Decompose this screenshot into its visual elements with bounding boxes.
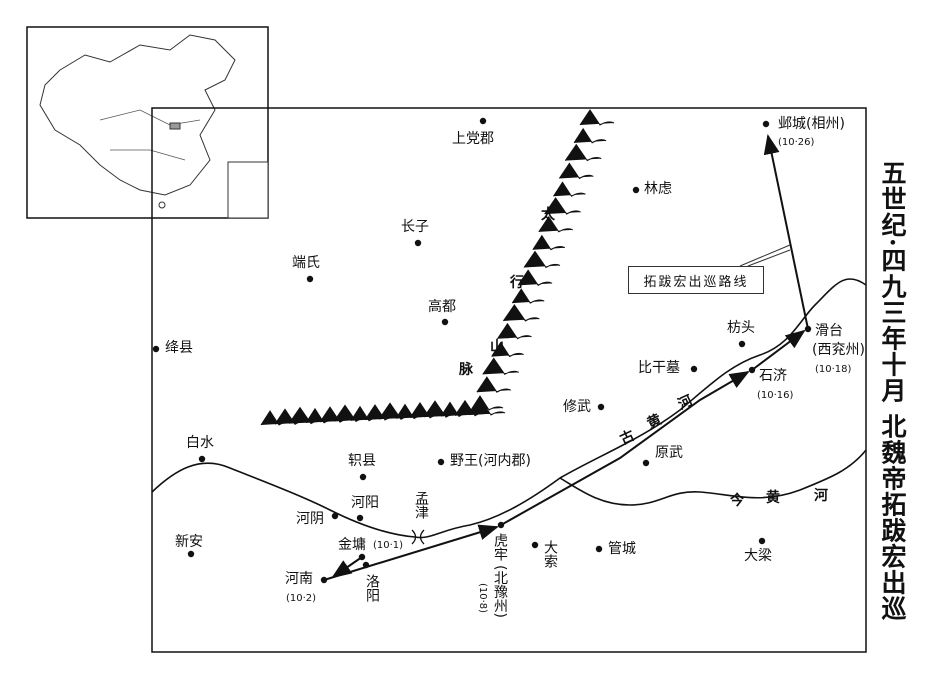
settlement-dot (804, 325, 812, 333)
mountain-peak (502, 304, 540, 322)
mountain-peak (482, 357, 519, 376)
label-yecheng: 邺城(相州) (778, 116, 845, 132)
mountain-peak (517, 269, 553, 286)
settlement-dot (632, 186, 640, 194)
settlement-dot (358, 553, 366, 561)
label-heyang: 河阳 (351, 495, 379, 511)
label-jiangxian: 绛县 (165, 340, 193, 356)
settlement-dot (762, 120, 770, 128)
mountain-char-4: 脉 (459, 362, 473, 378)
label-bigan: 比干墓 (638, 360, 680, 376)
taihang-mountains (260, 109, 615, 426)
label-xiuwu: 修武 (563, 399, 591, 415)
mountain-peak (511, 288, 545, 304)
mountain-peak (553, 181, 586, 197)
inset-china-map (26, 26, 269, 219)
label-mengjin: 孟津 (413, 491, 429, 519)
label-xinan: 新安 (175, 534, 203, 550)
date-hulao: (10·8) (477, 583, 488, 614)
mountain-peak (579, 109, 615, 126)
mountain-peak (564, 143, 602, 162)
label-hulao-sub: (北豫州) (492, 565, 508, 618)
mountain-char-1: 太 (541, 207, 555, 223)
label-linlu: 林虑 (644, 181, 672, 197)
label-yewang: 野王(河内郡) (450, 453, 531, 469)
mountain-peak (476, 376, 512, 393)
mountain-peak (470, 395, 504, 411)
settlement-dot (414, 239, 422, 247)
mountain-peak (497, 322, 532, 340)
settlement-dot (306, 275, 314, 283)
settlement-dot (597, 403, 605, 411)
legend-route: 拓跋宏出巡路线 (628, 266, 764, 294)
mountain-peak (573, 127, 607, 144)
settlement-dot (320, 576, 328, 584)
label-huatai-sub: (西兖州) (812, 342, 865, 358)
map-frame (151, 107, 867, 653)
settlement-dot (152, 345, 160, 353)
label-henan: 河南 (285, 571, 313, 587)
settlement-dot (187, 550, 195, 558)
label-dasuo: 大索 (542, 540, 558, 568)
label-daliang: 大梁 (744, 548, 772, 564)
date-jinyong: (10·1) (373, 540, 404, 551)
mountain-peak (491, 341, 524, 358)
label-jinyong: 金墉 (338, 537, 366, 553)
mountain-peak (544, 197, 581, 215)
mountain-peak (523, 250, 561, 269)
legend-leader-lines (739, 244, 791, 267)
new-river-char-1: 今 (730, 493, 744, 509)
settlement-dot (356, 514, 364, 522)
label-heyin: 河阴 (296, 511, 324, 527)
label-huatai: 滑台 (815, 323, 843, 339)
settlement-dot (748, 366, 756, 374)
settlement-dot (479, 117, 487, 125)
label-shiji: 石济 (759, 368, 787, 384)
mountain-char-3: 山 (490, 339, 504, 355)
label-fangtou: 枋头 (727, 320, 755, 336)
label-gaodu: 高都 (428, 299, 456, 315)
label-zhangzi: 长子 (401, 219, 429, 235)
label-baishui: 白水 (186, 435, 214, 451)
settlement-dot (642, 459, 650, 467)
modern-yellow-river (559, 449, 867, 506)
new-river-char-2: 黄 (766, 490, 780, 506)
map-title: 五世纪·四九三年十月 北魏帝拓跋宏出巡 (878, 160, 907, 622)
settlement-dot (441, 318, 449, 326)
settlement-dot (758, 537, 766, 545)
label-duanshi: 端氏 (292, 255, 320, 271)
label-luoyang: 洛阳 (364, 574, 380, 602)
route-line (323, 134, 809, 581)
label-hulao: 虎牢 (492, 533, 508, 561)
mountain-peak (538, 215, 573, 233)
label-guancheng: 管城 (608, 541, 636, 557)
settlement-dot (531, 541, 539, 549)
date-huatai: (10·18) (815, 364, 852, 375)
label-shangdang: 上党郡 (452, 131, 494, 147)
label-yuanwu: 原武 (655, 445, 683, 461)
ancient-yellow-river (151, 278, 867, 539)
mountain-peak (532, 234, 566, 251)
settlement-dot (362, 561, 370, 569)
date-shiji: (10·16) (757, 390, 794, 401)
mengjin-ferry-icon (411, 529, 425, 545)
settlement-dot (331, 512, 339, 520)
mountain-char-2: 行 (510, 275, 524, 291)
new-river-char-3: 河 (814, 488, 828, 504)
settlement-dot (437, 458, 445, 466)
settlement-dot (595, 545, 603, 553)
settlement-dot (738, 340, 746, 348)
settlement-dot (359, 473, 367, 481)
date-yecheng: (10·26) (778, 137, 815, 148)
mountain-peak (558, 162, 594, 180)
settlement-dot (198, 455, 206, 463)
settlement-dot (497, 521, 505, 529)
label-zhixian: 轵县 (348, 453, 376, 469)
settlement-dot (690, 365, 698, 373)
date-henan: (10·2) (286, 593, 317, 604)
